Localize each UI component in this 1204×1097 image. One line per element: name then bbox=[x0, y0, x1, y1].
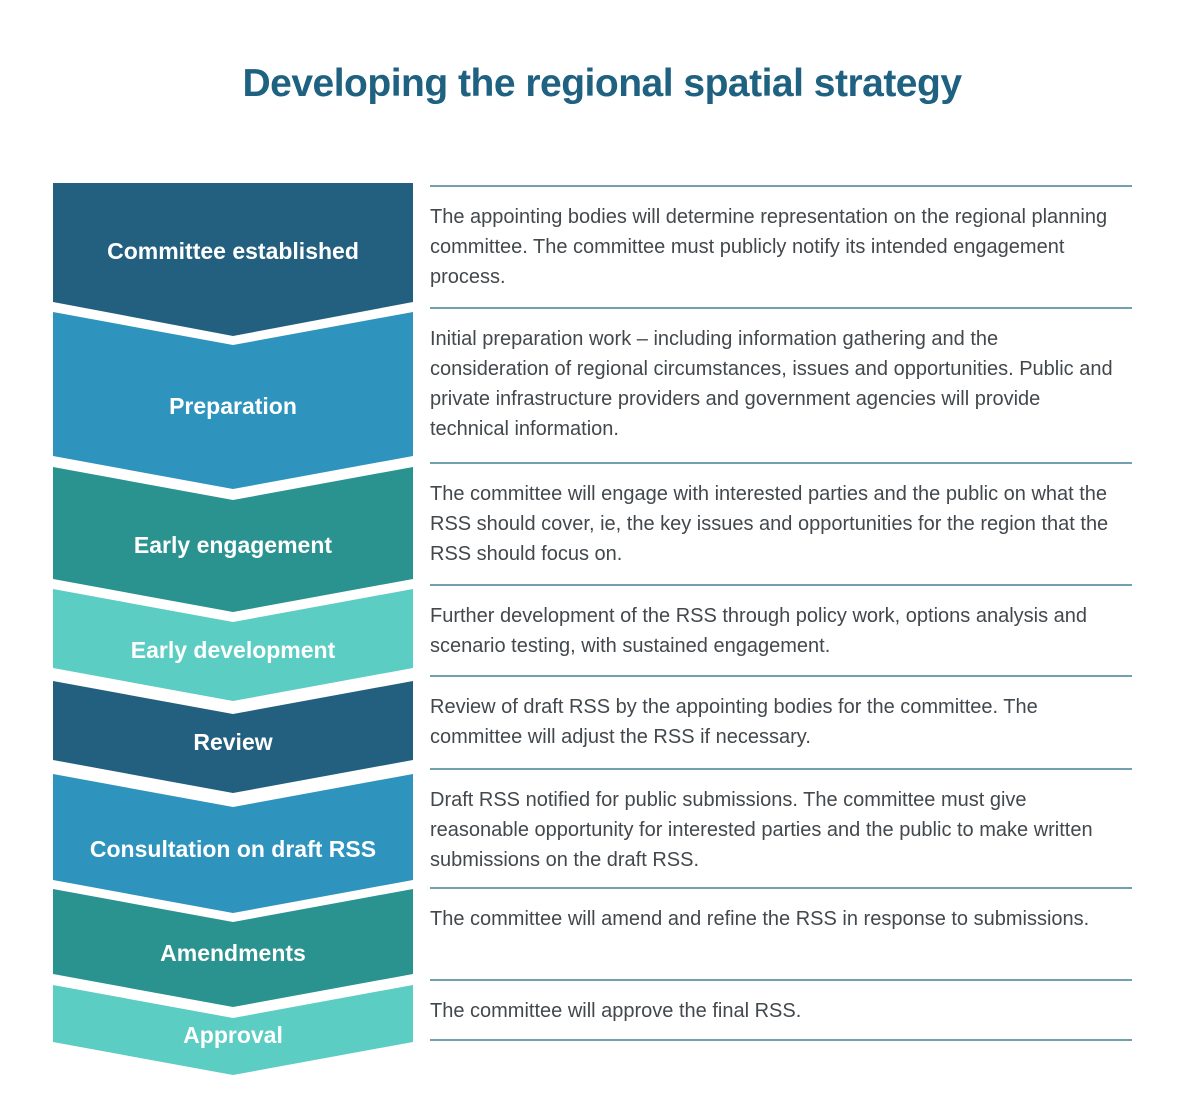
step-chevron-consultation-on-draft-rss: Consultation on draft RSS bbox=[53, 774, 413, 913]
step-chevron-preparation: Preparation bbox=[53, 312, 413, 489]
description-text: The committee will engage with intereste… bbox=[430, 483, 1109, 565]
step-chevron-committee-established: Committee established bbox=[53, 183, 413, 336]
description-text: Review of draft RSS by the appointing bo… bbox=[430, 696, 1038, 748]
step-label: Early development bbox=[130, 637, 336, 663]
description-row-review: Review of draft RSS by the appointing bo… bbox=[430, 675, 1132, 752]
step-label: Amendments bbox=[160, 940, 306, 966]
step-label: Early engagement bbox=[133, 531, 333, 558]
description-text: The committee will amend and refine the … bbox=[430, 908, 1090, 930]
description-row-committee-established: The appointing bodies will determine rep… bbox=[430, 185, 1132, 292]
description-row-consultation-on-draft-rss: Draft RSS notified for public submission… bbox=[430, 768, 1132, 875]
description-row-preparation: Initial preparation work – including inf… bbox=[430, 307, 1132, 444]
description-text: Draft RSS notified for public submission… bbox=[430, 789, 1093, 871]
description-text: Further development of the RSS through p… bbox=[430, 605, 1088, 657]
step-label: Committee established bbox=[107, 237, 359, 264]
bottom-divider bbox=[430, 1039, 1132, 1041]
description-text: The appointing bodies will determine rep… bbox=[430, 206, 1108, 288]
description-text: The committee will approve the final RSS… bbox=[430, 1000, 802, 1022]
description-row-approval: The committee will approve the final RSS… bbox=[430, 979, 1132, 1026]
step-label: Consultation on draft RSS bbox=[89, 835, 377, 862]
step-label: Approval bbox=[183, 1022, 283, 1048]
description-row-early-engagement: The committee will engage with intereste… bbox=[430, 462, 1132, 569]
page-title: Developing the regional spatial strategy bbox=[242, 62, 962, 105]
description-row-amendments: The committee will amend and refine the … bbox=[430, 887, 1132, 934]
step-label: Preparation bbox=[169, 392, 297, 419]
description-text: Initial preparation work – including inf… bbox=[430, 328, 1113, 440]
step-label: Review bbox=[193, 729, 273, 755]
description-row-early-development: Further development of the RSS through p… bbox=[430, 584, 1132, 661]
